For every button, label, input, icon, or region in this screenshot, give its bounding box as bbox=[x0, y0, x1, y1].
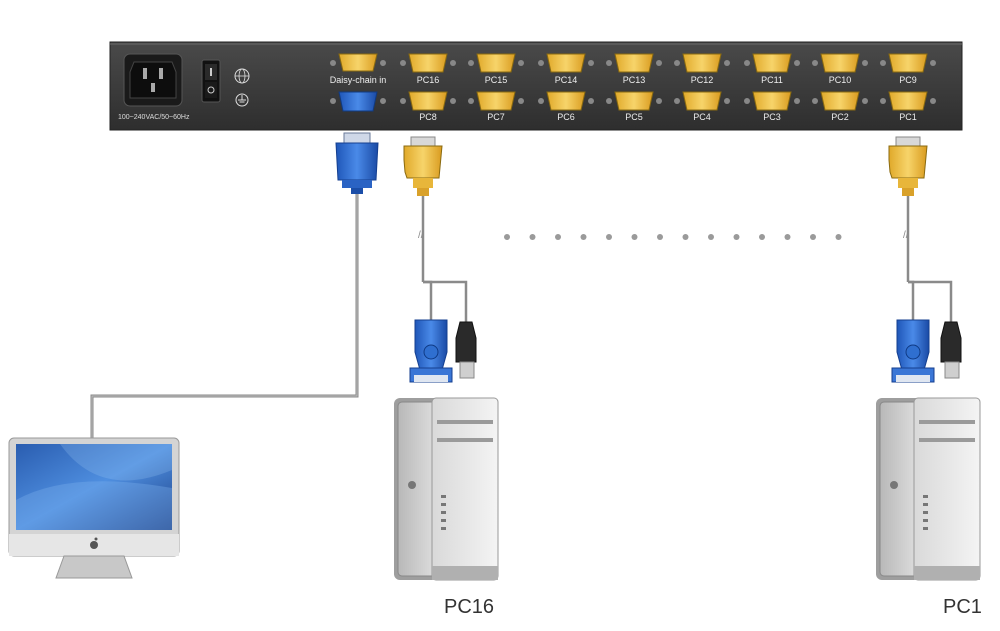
port-label: PC7 bbox=[487, 112, 505, 122]
kvm-back-panel bbox=[109, 41, 963, 131]
pc1-kvm-cable: // bbox=[888, 136, 962, 383]
vga-port bbox=[400, 53, 456, 73]
svg-text://: // bbox=[903, 230, 909, 241]
power-socket-icon bbox=[123, 53, 183, 107]
svg-text://: // bbox=[418, 230, 424, 241]
globe-icon bbox=[234, 68, 250, 84]
vga-monitor-port bbox=[330, 91, 386, 112]
apple-logo-icon bbox=[90, 537, 98, 549]
pc1-caption: PC1 bbox=[943, 596, 982, 618]
ellipsis-dot bbox=[504, 234, 510, 240]
ellipsis-dot bbox=[759, 234, 765, 240]
port-label: PC10 bbox=[828, 75, 852, 85]
pc16-tower bbox=[394, 397, 499, 581]
ellipsis-dot bbox=[682, 234, 689, 240]
port-label: PC15 bbox=[484, 75, 508, 85]
ellipsis-dots bbox=[504, 234, 842, 240]
daisy-chain-label: Daisy-chain in bbox=[329, 75, 387, 85]
pc1-tower bbox=[876, 397, 981, 581]
ellipsis-dot bbox=[606, 234, 612, 240]
port-label: PC8 bbox=[419, 112, 437, 122]
daisy-chain-in-port bbox=[330, 53, 386, 72]
port-label: PC3 bbox=[763, 112, 781, 122]
ellipsis-dot bbox=[784, 234, 791, 240]
port-label: PC6 bbox=[557, 112, 575, 122]
vga-port bbox=[400, 91, 456, 111]
vga-port bbox=[880, 91, 936, 111]
port-label: PC13 bbox=[622, 75, 646, 85]
vga-port bbox=[468, 53, 524, 73]
pc16-kvm-cable: // bbox=[403, 136, 477, 383]
vga-port bbox=[674, 53, 730, 73]
ellipsis-dot bbox=[580, 234, 587, 240]
vga-port bbox=[744, 53, 800, 73]
port-label: PC2 bbox=[831, 112, 849, 122]
vga-port bbox=[674, 91, 730, 111]
ellipsis-dot bbox=[835, 234, 842, 240]
vga-port bbox=[606, 53, 662, 73]
monitor bbox=[8, 437, 180, 579]
vga-port bbox=[538, 53, 594, 73]
ellipsis-dot bbox=[529, 234, 536, 240]
port-label: PC9 bbox=[899, 75, 917, 85]
pc-port-grid bbox=[400, 53, 936, 111]
vga-port bbox=[538, 91, 594, 111]
vga-port bbox=[468, 91, 524, 111]
port-label: PC16 bbox=[416, 75, 440, 85]
ellipsis-dot bbox=[555, 234, 561, 240]
ground-icon bbox=[235, 93, 249, 107]
vga-port bbox=[812, 91, 868, 111]
ellipsis-dot bbox=[657, 234, 663, 240]
port-label: PC12 bbox=[690, 75, 714, 85]
pc16-caption: PC16 bbox=[444, 596, 495, 618]
drive-lights bbox=[441, 495, 446, 530]
blue-vga-plug bbox=[335, 132, 379, 194]
port-label: PC1 bbox=[899, 112, 917, 122]
vga-port bbox=[880, 53, 936, 73]
power-switch-icon bbox=[201, 59, 221, 103]
ellipsis-dot bbox=[708, 234, 714, 240]
monitor-cable bbox=[90, 190, 359, 440]
ellipsis-dot bbox=[810, 234, 816, 240]
drive-lights bbox=[923, 495, 928, 530]
port-label: PC4 bbox=[693, 112, 711, 122]
port-label: PC14 bbox=[554, 75, 578, 85]
ellipsis-dot bbox=[733, 234, 740, 240]
port-label: PC11 bbox=[761, 75, 783, 85]
vga-port bbox=[812, 53, 868, 73]
vga-port bbox=[606, 91, 662, 111]
vga-port bbox=[744, 91, 800, 111]
ellipsis-dot bbox=[631, 234, 638, 240]
port-label: PC5 bbox=[625, 112, 643, 122]
power-rating-label: 100~240VAC/50~60Hz bbox=[118, 114, 190, 121]
